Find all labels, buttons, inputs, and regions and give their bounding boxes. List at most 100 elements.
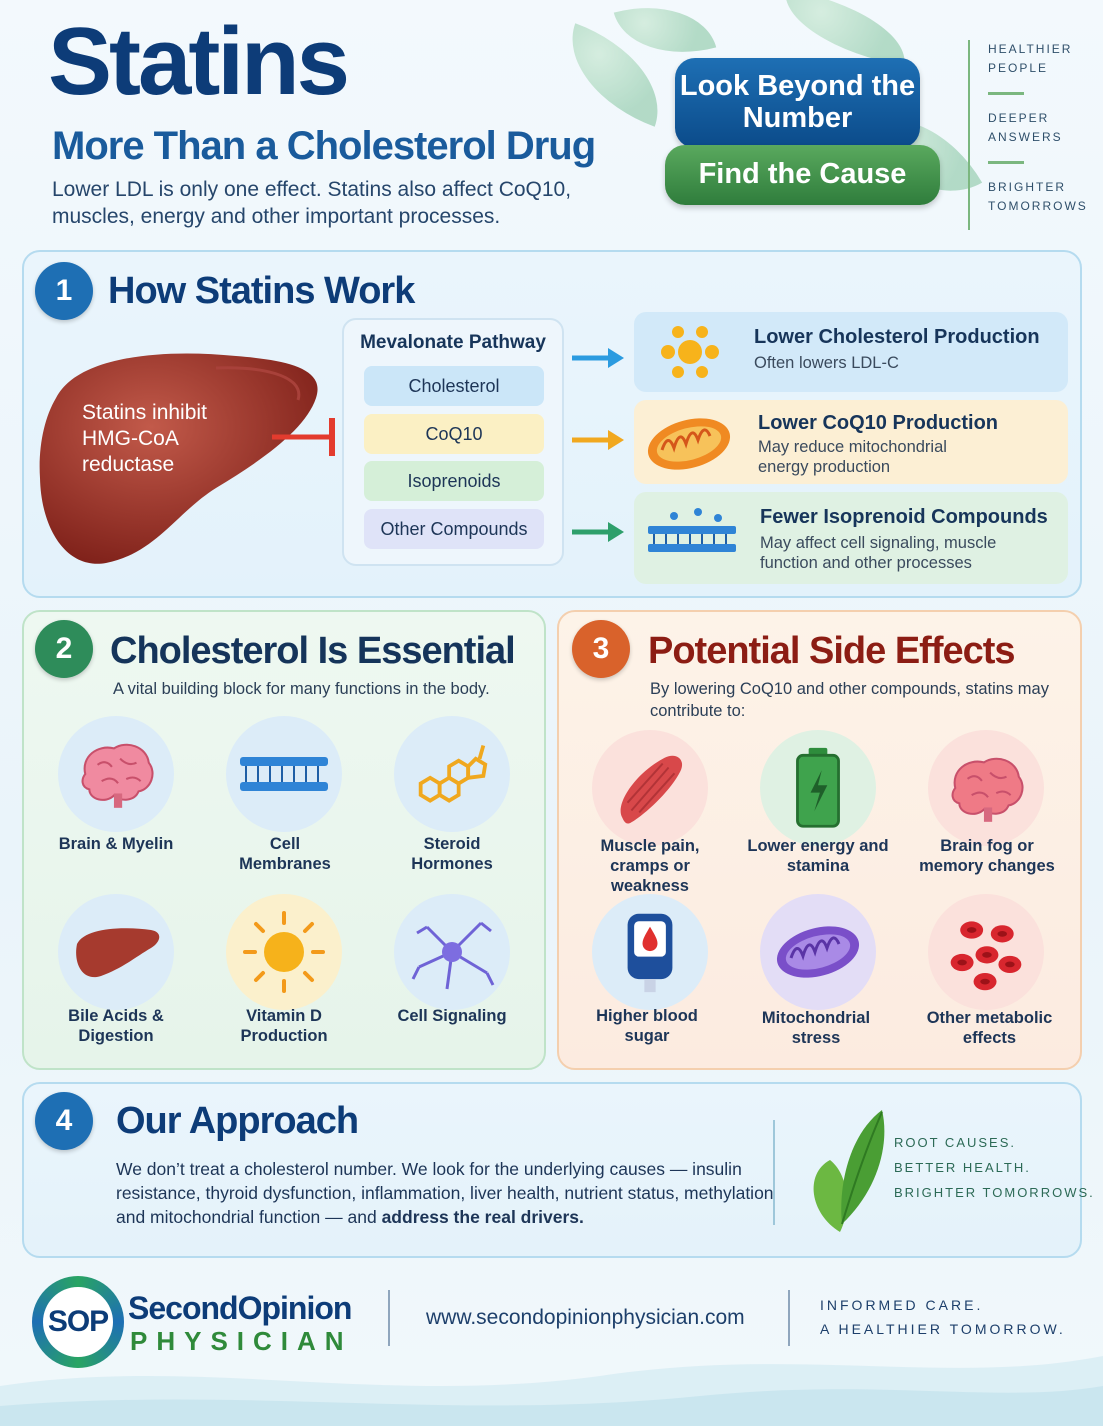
section-number: 3 <box>572 620 630 678</box>
effect-card-cholesterol: Lower Cholesterol Production Often lower… <box>634 312 1068 392</box>
tagline-divider <box>988 161 1024 164</box>
card-description: Often lowers LDL-C <box>754 354 899 372</box>
look-beyond-badge: Look Beyond the Number <box>675 58 920 148</box>
tagline-divider <box>988 92 1024 95</box>
item-label: Brain & Myelin <box>58 835 174 853</box>
brain-icon-circle <box>58 716 174 832</box>
cholesterol-molecules-icon <box>661 326 719 378</box>
page-title: Statins <box>48 8 350 115</box>
tagline-line: ROOT CAUSES. <box>894 1135 1017 1150</box>
liver-icon <box>76 928 160 978</box>
muscle-icon-circle <box>592 730 708 846</box>
brain-icon-circle <box>928 730 1044 846</box>
card-description: May affect cell signaling, muscle functi… <box>760 534 997 572</box>
steroid-molecule-icon-circle <box>394 716 510 832</box>
arrow-right-icon <box>572 430 624 450</box>
section-title: Our Approach <box>116 1100 359 1142</box>
tagline-line: INFORMED CARE. <box>820 1297 984 1313</box>
brain-icon <box>81 743 154 808</box>
item-label: Vitamin D Production <box>240 1007 328 1045</box>
effect-card-coq10: Lower CoQ10 Production May reduce mitoch… <box>634 400 1068 484</box>
section-number: 4 <box>35 1092 93 1150</box>
sop-logo: SOP <box>32 1276 124 1368</box>
page-subtitle: More Than a Cholesterol Drug <box>52 124 596 168</box>
liver-caption: Statins inhibit HMG-CoA reductase <box>82 401 207 476</box>
liver-icon-circle <box>58 894 174 1010</box>
item-label: Lower energy and stamina <box>747 837 889 875</box>
pathway-item-isoprenoids: Isoprenoids <box>364 461 544 501</box>
section-subtitle: By lowering CoQ10 and other compounds, s… <box>650 680 1049 720</box>
glucose-meter-icon <box>627 913 673 993</box>
battery-icon <box>796 747 840 828</box>
section-our-approach <box>22 1082 1082 1258</box>
arrow-right-icon <box>572 348 624 368</box>
approach-tagline: ROOT CAUSES. BETTER HEALTH. BRIGHTER TOM… <box>894 1130 1095 1205</box>
section-number: 2 <box>35 620 93 678</box>
pathway-item-cholesterol: Cholesterol <box>364 366 544 406</box>
tagline-line: BRIGHTER TOMORROWS. <box>894 1185 1095 1200</box>
neuron-icon-circle <box>394 894 510 1010</box>
blood-cells-icon <box>950 921 1022 991</box>
logo-mark: SOP <box>43 1287 113 1357</box>
logo-name: SecondOpinion <box>128 1290 352 1326</box>
sun-icon-circle <box>226 894 342 1010</box>
item-label: Mitochondrial stress <box>761 1009 871 1047</box>
section-title: Cholesterol Is Essential <box>110 630 516 672</box>
find-cause-badge: Find the Cause <box>665 145 940 205</box>
tagline-line: HEALTHIER PEOPLE <box>988 42 1073 75</box>
item-label: Other metabolic effects <box>926 1009 1053 1047</box>
intro-text: Lower LDL is only one effect. Statins al… <box>52 178 572 228</box>
muscle-icon <box>620 755 683 824</box>
leaf-decoration <box>776 0 914 66</box>
section-title: Potential Side Effects <box>648 630 1016 672</box>
tagline-line: BRIGHTER TOMORROWS <box>988 180 1088 213</box>
card-title: Fewer Isoprenoid Compounds <box>760 506 1048 528</box>
footer-divider <box>788 1290 790 1346</box>
cell-membrane-icon <box>648 508 736 552</box>
footer-wave <box>0 1356 1103 1426</box>
liver-icon <box>39 353 318 564</box>
pathway-title: Mevalonate Pathway <box>360 332 546 353</box>
tagline-line: DEEPER ANSWERS <box>988 111 1063 144</box>
mitochondria-icon-circle <box>760 894 876 1010</box>
section-subtitle: A vital building block for many function… <box>113 680 490 698</box>
cell-membrane-icon <box>240 757 328 791</box>
item-label: Brain fog or memory changes <box>919 837 1055 875</box>
tagline-line: A HEALTHIER TOMORROW. <box>820 1321 1066 1337</box>
item-label: Cell Signaling <box>397 1007 507 1025</box>
mitochondria-icon <box>776 926 860 978</box>
item-label: Steroid Hormones <box>411 835 493 873</box>
arrow-right-icon <box>572 522 624 542</box>
steroid-molecule-icon <box>418 744 488 803</box>
card-description: May reduce mitochondrial energy producti… <box>758 438 947 476</box>
approach-emphasis: address the real drivers. <box>381 1207 584 1227</box>
approach-divider <box>773 1120 775 1225</box>
inhibition-symbol <box>272 418 335 456</box>
footer-divider <box>388 1290 390 1346</box>
brain-icon <box>951 757 1024 822</box>
card-title: Lower CoQ10 Production <box>758 412 999 434</box>
approach-body: We don’t treat a cholesterol number. We … <box>116 1159 774 1227</box>
item-label: Higher blood sugar <box>596 1007 698 1045</box>
logo-subtitle: PHYSICIAN <box>130 1326 353 1356</box>
section-title: How Statins Work <box>108 270 415 312</box>
mitochondria-icon <box>647 418 731 470</box>
mevalonate-pathway-box: Mevalonate Pathway Cholesterol CoQ10 Iso… <box>342 318 564 566</box>
battery-icon-circle <box>760 730 876 846</box>
item-label: Cell Membranes <box>239 835 331 873</box>
sun-icon <box>243 911 325 993</box>
footer-tagline: INFORMED CARE. A HEALTHIER TOMORROW. <box>820 1293 1066 1341</box>
glucose-meter-icon-circle <box>592 894 708 1010</box>
blood-cells-icon-circle <box>928 894 1044 1010</box>
leaf-icon <box>813 1110 885 1232</box>
header-tagline: HEALTHIER PEOPLE DEEPER ANSWERS BRIGHTER… <box>968 40 1088 230</box>
effect-card-isoprenoid: Fewer Isoprenoid Compounds May affect ce… <box>634 492 1068 584</box>
website-link[interactable]: www.secondopinionphysician.com <box>426 1306 745 1329</box>
pathway-item-coq10: CoQ10 <box>364 414 544 454</box>
item-label: Muscle pain, cramps or weakness <box>600 837 700 895</box>
cell-membrane-icon-circle <box>226 716 342 832</box>
item-label: Bile Acids & Digestion <box>68 1007 164 1045</box>
tagline-line: BETTER HEALTH. <box>894 1160 1031 1175</box>
approach-text: We don’t treat a cholesterol number. We … <box>116 1157 776 1229</box>
section-number: 1 <box>35 262 93 320</box>
